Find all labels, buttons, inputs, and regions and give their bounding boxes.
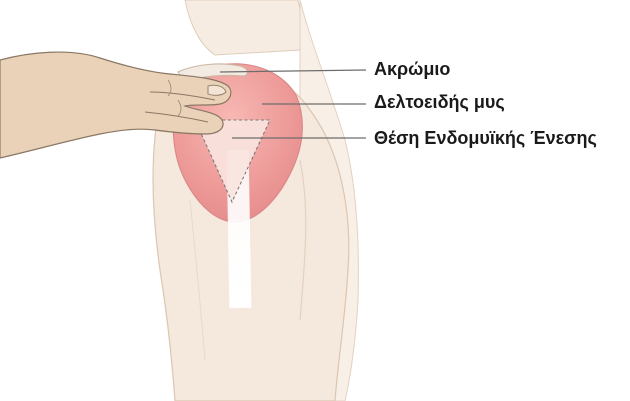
neck-outline — [185, 0, 302, 55]
label-deltoid-muscle: Δελτοειδής μυς — [374, 93, 505, 111]
label-injection-site: Θέση Ενδομυϊκής Ένεσης — [374, 129, 597, 147]
label-acromion: Ακρώμιο — [374, 60, 450, 78]
